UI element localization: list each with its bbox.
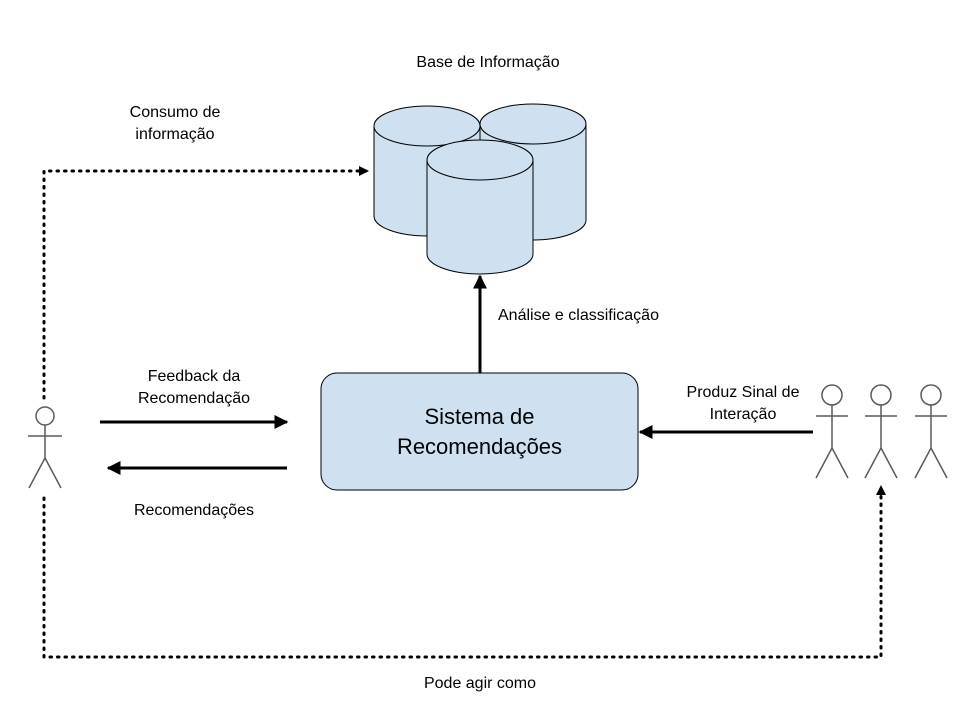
database-label: Base de Informação <box>416 54 560 71</box>
feedback-label-line-2: Recomendação <box>137 390 251 407</box>
system-label-line-1: Sistema de <box>424 403 535 429</box>
feedback-label-line-1: Feedback da <box>147 368 241 385</box>
analysis-label: Análise e classificação <box>498 307 659 324</box>
users-group-icon <box>815 384 948 479</box>
user-actor-icon <box>914 384 948 479</box>
consumption-label-line-2: informação <box>135 126 215 143</box>
can-act-as-dotted-arrow <box>42 484 886 659</box>
consumption-dotted-arrow <box>42 166 370 400</box>
signal-label-line-2: Interação <box>709 406 777 423</box>
user-actor-icon <box>815 384 849 479</box>
database-cylinder-front <box>426 139 534 275</box>
user-actor-icon <box>864 384 898 479</box>
feedback-label: Feedback da Recomendação <box>114 366 274 410</box>
consumption-label: Consumo de informação <box>100 102 250 146</box>
user-actor-icon <box>28 406 62 489</box>
recommendations-label: Recomendações <box>133 502 255 519</box>
signal-label: Produz Sinal de Interação <box>668 382 818 426</box>
database-cylinders <box>373 103 587 275</box>
system-label-line-2: Recomendações <box>396 433 563 459</box>
consumption-label-line-1: Consumo de <box>129 104 221 121</box>
can-act-as-label: Pode agir como <box>423 675 537 692</box>
system-node: Sistema de Recomendações <box>321 373 638 490</box>
signal-label-line-1: Produz Sinal de <box>686 384 800 401</box>
